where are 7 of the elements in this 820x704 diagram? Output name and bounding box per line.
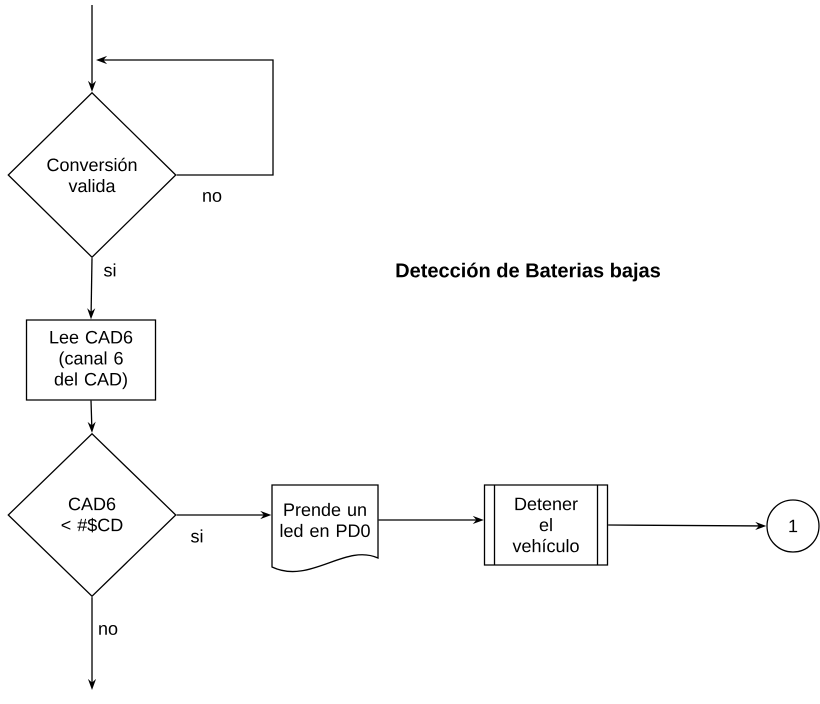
edge-label: no bbox=[203, 192, 222, 202]
predefined-process-box: Detener el vehículo bbox=[484, 484, 608, 566]
edge-label: no bbox=[99, 625, 118, 635]
edge-label: si bbox=[104, 263, 116, 277]
title: Detección de Baterias bajas bbox=[396, 262, 660, 282]
edge-label: si bbox=[191, 529, 202, 543]
process-box: Lee CAD6 (canal 6 del CAD) bbox=[26, 319, 156, 401]
